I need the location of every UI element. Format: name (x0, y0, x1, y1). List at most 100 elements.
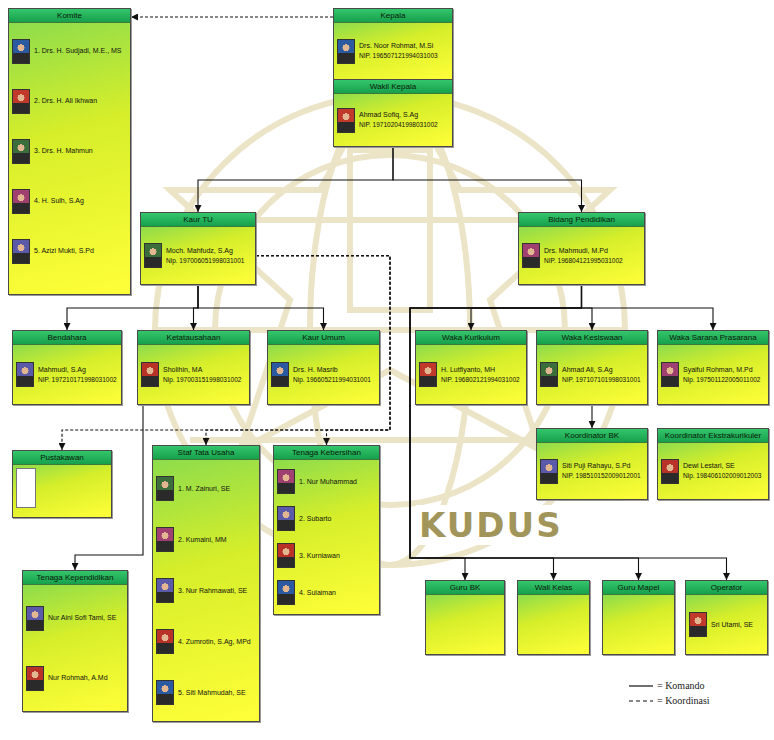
id-number: NIP. 196507121994031003 (359, 52, 438, 59)
person-photo (156, 629, 174, 654)
person-photo (522, 243, 540, 268)
box-body (426, 595, 504, 654)
person-photo (277, 543, 295, 568)
command-line (198, 147, 393, 212)
person-name: Nur Aini Sofi Tami, SE (48, 614, 116, 622)
person-name: Ahmad Ali, S.Ag (562, 366, 641, 374)
coordination-line (256, 256, 390, 445)
org-box: Wakil KepalaAhmad Sofiq, S.AgNIP. 197102… (333, 79, 453, 147)
person-photo (277, 469, 295, 494)
id-number: Nip. 196605211994031001 (293, 376, 371, 383)
id-number: NIP. 196802121994031002 (441, 376, 520, 383)
org-box: Tenaga KependidikanNur Aini Sofi Tami, S… (22, 570, 128, 712)
person-photo (156, 527, 174, 552)
person-name: 2. Subarto (299, 515, 331, 523)
person-photo (337, 39, 355, 64)
box-heading: Kepala (334, 9, 452, 23)
org-box: Waka Sarana PrasaranaSyaiful Rohman, M.P… (657, 330, 769, 405)
box-body: Drs. Mahmudi, M.PdNIP. 19680412199503100… (519, 227, 644, 284)
box-heading: Guru Mapel (603, 581, 674, 595)
box-heading: Wali Kelas (518, 581, 589, 595)
person-name: 4. H. Sulh, S.Ag (34, 197, 84, 205)
box-heading: Komite (9, 9, 130, 23)
org-box: Guru BK (425, 580, 505, 655)
org-box: Staf Tata Usaha1. M. Zainuri, SE2. Kumai… (152, 445, 260, 722)
person-photo (156, 476, 174, 501)
box-heading: Tenaga Kependidikan (23, 571, 127, 585)
person-photo (661, 362, 679, 387)
person-photo (12, 239, 30, 264)
person-name: 1. M. Zainuri, SE (178, 485, 230, 493)
box-body: Syaiful Rohman, M.PdNip. 197501122005011… (658, 345, 768, 404)
person-name: 2. Drs. H. Ali Ikhwan (34, 97, 97, 105)
box-heading: Bendahara (13, 331, 121, 345)
box-body: 1. M. Zainuri, SE2. Kumaini, MM3. Nur Ra… (153, 460, 259, 721)
box-body: Drs. Noor Rohmat, M.SiNIP. 1965071219940… (334, 23, 452, 79)
person-name: 1. Nur Muhammad (299, 478, 357, 486)
org-box: KepalaDrs. Noor Rohmat, M.SiNIP. 1965071… (333, 8, 453, 80)
box-heading: Bidang Pendidikan (519, 213, 644, 227)
person-name: Drs. Mahmudi, M.Pd (544, 247, 623, 255)
box-body: Sri Utami, SE (686, 595, 767, 654)
id-number: Nip. 197003151998031002 (163, 376, 241, 383)
box-body: Ahmad Sofiq, S.AgNIP. 197102041998031002 (334, 94, 452, 146)
person-photo (144, 243, 162, 268)
id-number: NIP. 196804121995031002 (544, 257, 623, 264)
box-body: H. Lutfiyanto, MHNIP. 196802121994031002 (416, 345, 526, 404)
person-photo (540, 459, 558, 484)
person-name: 3. Kurniawan (299, 552, 340, 560)
box-heading: Waka Kesiswaan (537, 331, 647, 345)
legend-text: = Koordinasi (657, 695, 710, 706)
person-name: Ahmad Sofiq, S.Ag (359, 111, 438, 119)
box-body: 1. Drs. H. Sudjadi, M.E., MS2. Drs. H. A… (9, 23, 130, 294)
box-body: Ahmad Ali, S.AgNIP. 197107101998031001 (537, 345, 647, 404)
org-box: BendaharaMahmudi, S.AgNIP. 1972101719980… (12, 330, 122, 405)
person-photo (26, 606, 44, 631)
person-photo (540, 362, 558, 387)
solid-line-sample (628, 682, 654, 690)
empty-photo (16, 468, 36, 508)
person-name: 4. Sulaiman (299, 589, 336, 597)
watermark-text: KUDUS (416, 505, 566, 545)
box-heading: Koordinator Ekstrakurikuler (658, 429, 768, 443)
org-box: Wali Kelas (517, 580, 590, 655)
id-number: Nip. 197501122005011002 (683, 376, 760, 383)
person-name: 5. Azizi Mukti, S.Pd (34, 247, 94, 255)
box-heading: Operator (686, 581, 767, 595)
person-photo (277, 580, 295, 605)
person-photo (271, 362, 289, 387)
box-body: Nur Aini Sofi Tami, SENur Rohmah, A.Md (23, 585, 127, 711)
org-box: Komite1. Drs. H. Sudjadi, M.E., MS2. Drs… (8, 8, 131, 295)
box-body: Moch. Mahfudz, S.AgNip. 1970060519980310… (141, 227, 255, 284)
box-body: 1. Nur Muhammad 2. Subarto 3. Kurniawan 4. … (274, 460, 379, 614)
box-body: Sholihin, MA Nip. 197003151998031002 (138, 345, 249, 404)
box-heading: Koordinator BK (537, 429, 647, 443)
person-name: Sri Utami, SE (711, 621, 753, 629)
person-photo (689, 612, 707, 637)
box-body: Dewi Lestari, SE Nip. 198406102009012003 (658, 443, 768, 499)
person-name: Dewi Lestari, SE (683, 462, 761, 470)
org-box: Guru Mapel (602, 580, 675, 655)
org-box: Tenaga Kebersihan 1. Nur Muhammad 2. Subar… (273, 445, 380, 615)
id-number: Nip. 198406102009012003 (683, 472, 761, 479)
command-line (393, 147, 582, 212)
box-heading: Kaur TU (141, 213, 255, 227)
legend: = Komando= Koordinasi (628, 680, 710, 710)
coordination-line (131, 16, 333, 17)
person-name: 2. Kumaini, MM (178, 536, 227, 544)
person-name: Drs. Noor Rohmat, M.Si (359, 42, 438, 50)
org-box: Pustakawan (12, 450, 112, 518)
box-heading: Waka Sarana Prasarana (658, 331, 768, 345)
person-name: Mahmudi, S.Ag (38, 366, 117, 374)
person-photo (12, 189, 30, 214)
id-number: NIP. 197102041998031002 (359, 121, 438, 128)
person-name: 4. Zumrotin, S.Ag, MPd (178, 638, 251, 646)
box-heading: Tenaga Kebersihan (274, 446, 379, 460)
person-name: Siti Puji Rahayu, S.Pd (562, 462, 641, 470)
dashed-line-sample (628, 697, 654, 705)
person-name: Syaiful Rohman, M.Pd (683, 366, 760, 374)
org-box: Koordinator EkstrakurikulerDewi Lestari,… (657, 428, 769, 500)
box-heading: Guru BK (426, 581, 504, 595)
org-box: Waka KurikulumH. Lutfiyanto, MHNIP. 1968… (415, 330, 527, 405)
person-name: Sholihin, MA (163, 366, 241, 374)
